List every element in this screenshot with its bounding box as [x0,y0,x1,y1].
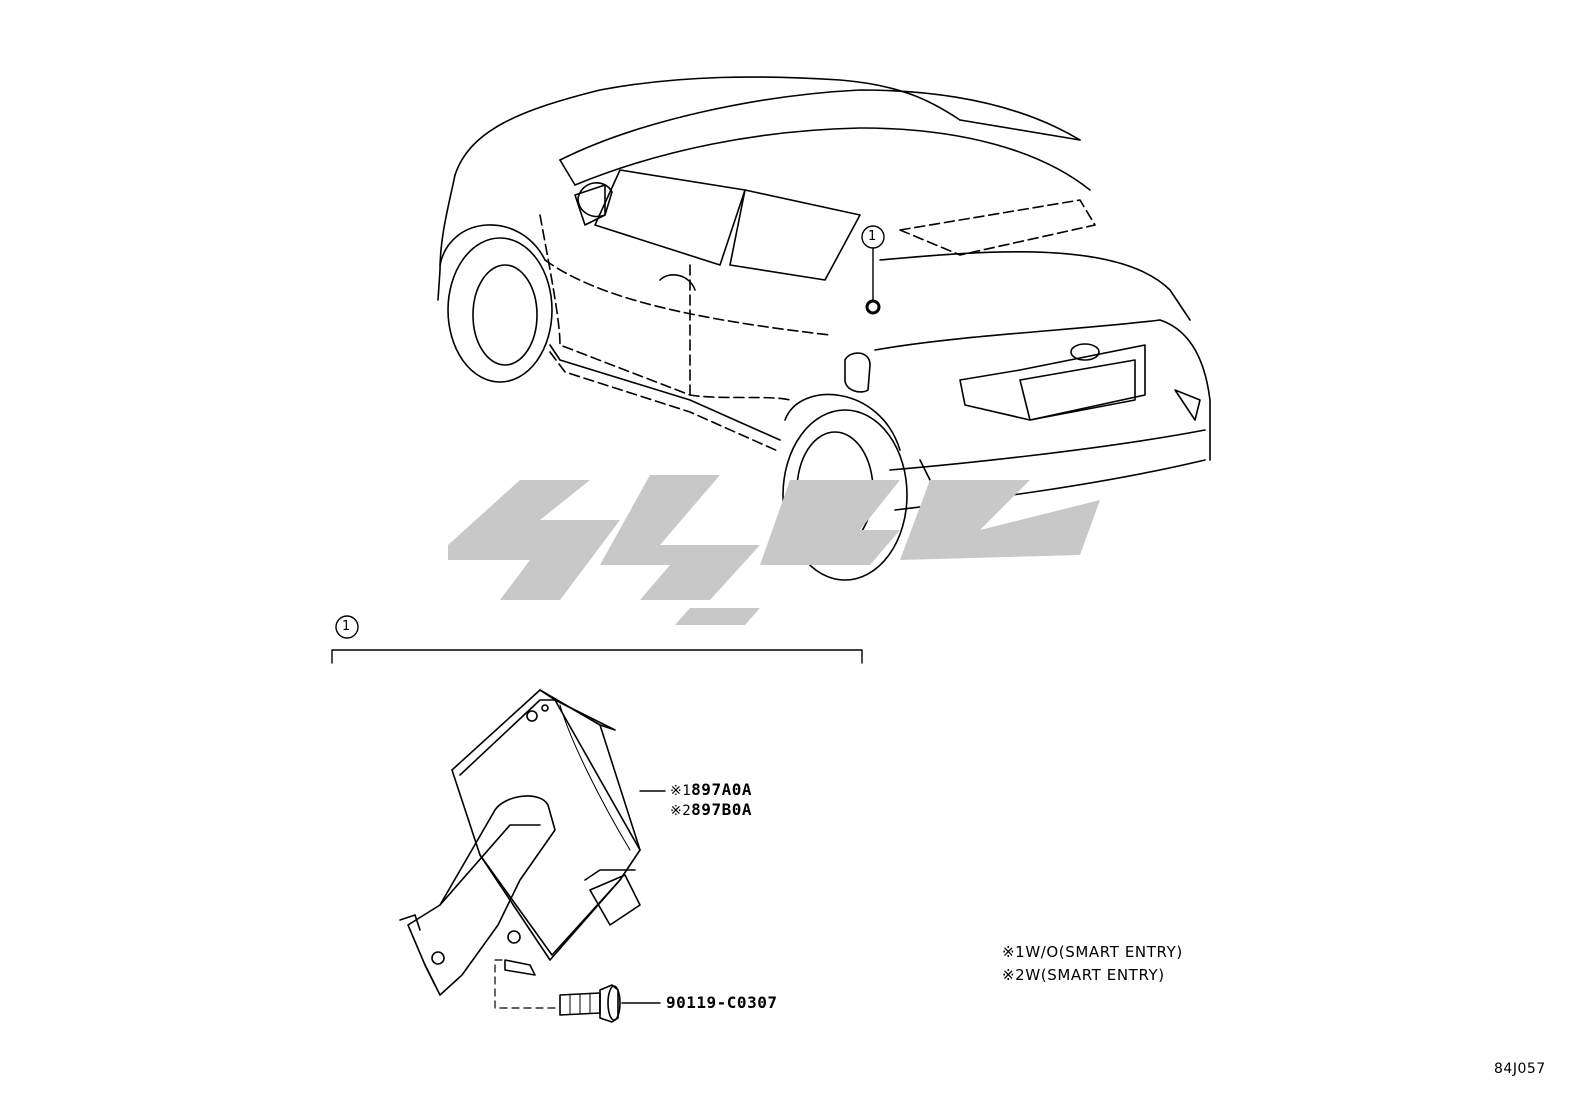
note-1-text: W/O(SMART ENTRY) [1025,943,1183,961]
variant-2-mark: ※2 [670,803,692,819]
variant-1-number: 897A0A [691,780,752,799]
part-variant-1: ※1897A0A [670,780,752,799]
note-2: ※2W(SMART ENTRY) [1002,968,1165,983]
bolt-illustration [494,959,661,1023]
receiver-module [399,689,666,996]
callout-1-vehicle-label: 1 [868,229,877,244]
note-2-text: W(SMART ENTRY) [1025,966,1165,984]
note-2-mark: ※2 [1002,966,1026,984]
part-variant-2: ※2897B0A [670,800,752,819]
watermark-logo [448,475,1100,625]
note-1-mark: ※1 [1002,943,1026,961]
callout-1-vehicle [861,225,885,249]
note-1: ※1W/O(SMART ENTRY) [1002,945,1183,960]
variant-2-number: 897B0A [691,800,752,819]
variant-1-mark: ※1 [670,783,692,799]
callout-1-detail-label: 1 [342,619,351,634]
part-bolt: 90119-C0307 [666,993,778,1012]
diagram-code: 84J057 [1494,1061,1546,1077]
detail-bracket [331,615,863,664]
